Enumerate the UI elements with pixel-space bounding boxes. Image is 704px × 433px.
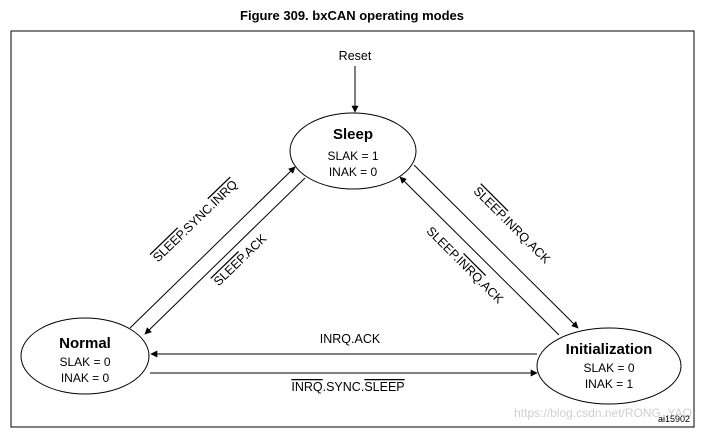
label-init-to-normal: INRQ.ACK — [320, 332, 381, 346]
label-sleep-to-normal-ack: .ACK — [239, 231, 270, 262]
label-init-to-sleep-ack: .ACK — [476, 276, 507, 307]
label-sleep-to-init-ack: .INRQ.ACK — [498, 211, 554, 267]
state-normal: Normal SLAK = 0 INAK = 0 — [20, 317, 150, 395]
state-init-ellipse — [536, 327, 682, 405]
state-sleep: Sleep SLAK = 1 INAK = 0 — [289, 112, 417, 190]
state-init-name: Initialization — [566, 341, 653, 358]
arrow-sleep-to-normal — [144, 177, 306, 335]
state-sleep-name: Sleep — [333, 126, 373, 143]
label-normal-to-init-sync: .SYNC. — [323, 380, 365, 394]
reset-label: Reset — [339, 49, 372, 63]
state-initialization: Initialization SLAK = 0 INAK = 1 — [536, 327, 682, 405]
figure-frame — [10, 30, 695, 428]
label-normal-to-sleep-inrq: INRQ — [208, 177, 240, 209]
state-sleep-inak: INAK = 0 — [329, 165, 378, 179]
figure-id: ai15902 — [658, 414, 690, 424]
state-sleep-ellipse — [289, 112, 417, 190]
watermark: https://blog.csdn.net/RONG_YAO — [514, 406, 692, 420]
state-normal-name: Normal — [59, 335, 111, 352]
label-normal-to-init: INRQ.SYNC.SLEEP — [291, 380, 404, 394]
arrow-sleep-to-init — [413, 164, 579, 329]
label-init-to-sleep: SLEEP.INRQ.ACK — [424, 224, 507, 307]
label-normal-to-sleep: SLEEP.SYNC.INRQ — [150, 177, 240, 265]
state-normal-slak: SLAK = 0 — [59, 355, 110, 369]
state-normal-ellipse — [20, 317, 150, 395]
state-init-inak: INAK = 1 — [585, 377, 634, 391]
label-normal-to-init-inrq: INRQ — [291, 380, 323, 394]
label-normal-to-init-sleep: SLEEP — [364, 380, 404, 394]
label-sleep-to-init: SLEEP.INRQ.ACK — [471, 184, 554, 267]
label-init-to-sleep-sleep: SLEEP. — [424, 224, 464, 264]
label-normal-to-sleep-sync: .SYNC. — [178, 199, 218, 238]
figure-title: Figure 309. bxCAN operating modes — [240, 8, 464, 23]
state-init-slak: SLAK = 0 — [583, 361, 634, 375]
state-sleep-slak: SLAK = 1 — [327, 149, 378, 163]
arrow-normal-to-sleep — [129, 166, 296, 329]
state-normal-inak: INAK = 0 — [61, 371, 110, 385]
arrow-init-to-sleep — [399, 176, 560, 336]
